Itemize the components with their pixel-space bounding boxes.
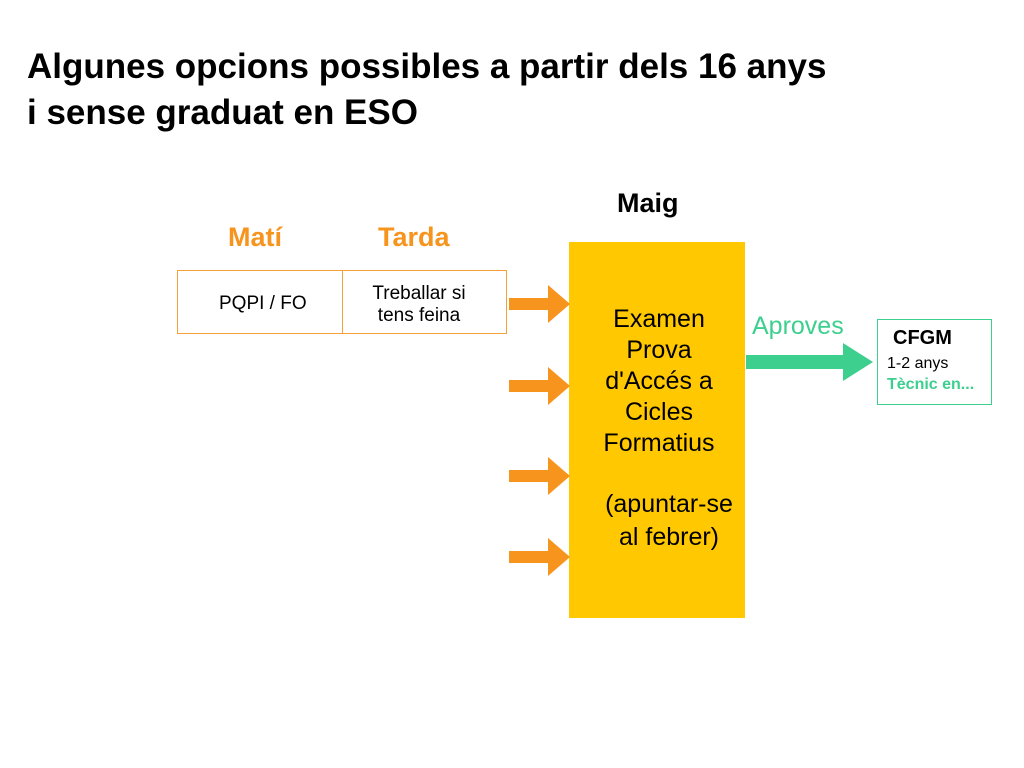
exam-line-1: Examen <box>613 305 705 333</box>
exam-line-3: d'Accés a <box>605 367 713 395</box>
afternoon-line-1: Treballar si <box>372 283 466 304</box>
orange-arrow-1 <box>509 285 570 323</box>
title-line-2: i sense graduat en ESO <box>27 93 418 132</box>
exam-line-5: Formatius <box>603 429 715 457</box>
header-tarda: Tarda <box>378 222 450 252</box>
exam-note-line-2: al febrer) <box>618 523 720 551</box>
title-line-1: Algunes opcions possibles a partir dels … <box>27 47 827 86</box>
orange-arrow-3 <box>509 457 570 495</box>
exam-title: Examen Prova d'Accés a Cicles Formatius <box>569 304 749 459</box>
afternoon-line-2: tens feina <box>377 305 461 326</box>
exam-line-4: Cicles <box>624 398 694 426</box>
orange-arrow-4 <box>509 538 570 576</box>
cfgm-box <box>877 319 992 405</box>
header-maig: Maig <box>617 188 679 218</box>
orange-arrow-2 <box>509 367 570 405</box>
schedule-divider <box>342 270 343 334</box>
cfgm-degree: Tècnic en... <box>887 376 975 393</box>
cfgm-title: CFGM <box>893 327 952 349</box>
outcome-label: Aproves <box>752 312 844 340</box>
green-arrow <box>746 343 873 381</box>
cfgm-duration: 1-2 anys <box>887 355 949 372</box>
exam-box <box>569 242 745 618</box>
schedule-morning-label: PQPI / FO <box>219 293 307 314</box>
schedule-afternoon-label: Treballar si tens feina <box>343 283 495 327</box>
exam-line-2: Prova <box>626 336 692 364</box>
exam-note-line-1: (apuntar-se <box>605 490 733 518</box>
header-mati: Matí <box>228 222 282 252</box>
page-title: Algunes opcions possibles a partir dels … <box>27 44 1007 136</box>
exam-note: (apuntar-se al febrer) <box>594 488 744 554</box>
